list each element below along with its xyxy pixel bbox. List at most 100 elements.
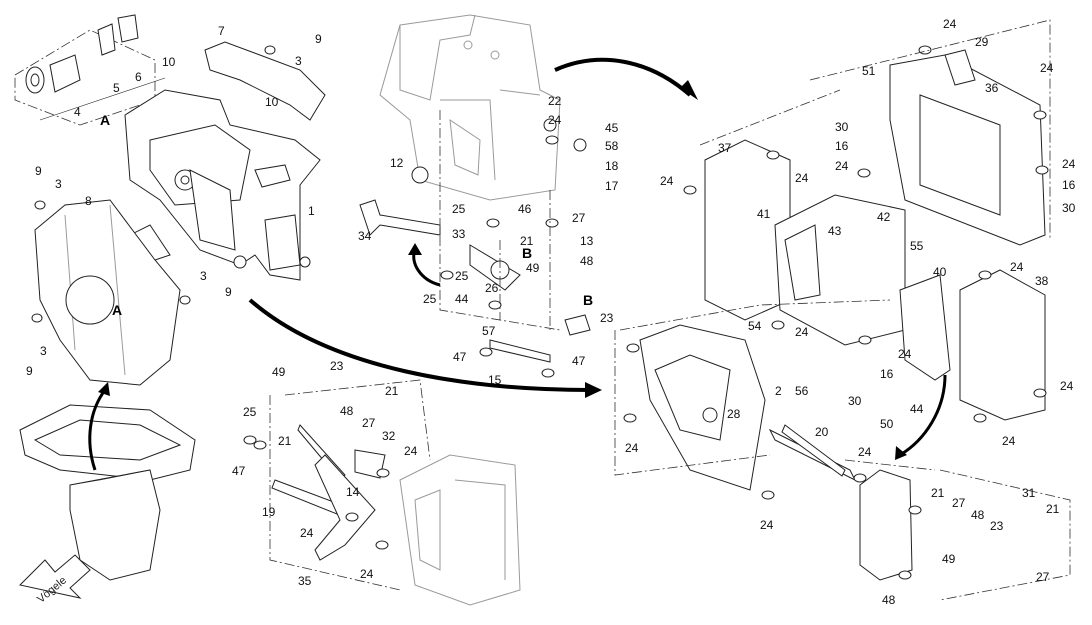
callout-label: 14 bbox=[346, 485, 360, 499]
pedal-bracket-assembly bbox=[119, 41, 326, 281]
callout-label: 24 bbox=[835, 159, 849, 173]
voegele-logo: Vögele bbox=[18, 554, 91, 606]
callout-label: 36 bbox=[985, 81, 999, 95]
callout-label: 25 bbox=[423, 292, 437, 306]
callout-label: 9 bbox=[315, 32, 322, 46]
view-label-b-upper: B bbox=[522, 245, 532, 261]
callout-label: 15 bbox=[488, 373, 502, 387]
callout-label: 49 bbox=[272, 365, 286, 379]
callout-label: 31 bbox=[1022, 486, 1036, 500]
callout-label: 24 bbox=[1010, 260, 1024, 274]
callout-label: 9 bbox=[35, 164, 42, 178]
callout-label: 24 bbox=[660, 174, 674, 188]
callout-label: 51 bbox=[862, 64, 876, 78]
callout-label: 3 bbox=[55, 177, 62, 191]
callout-label: 24 bbox=[1040, 61, 1054, 75]
callout-label: 23 bbox=[330, 359, 344, 373]
callout-label: 5 bbox=[113, 81, 120, 95]
callout-label: 48 bbox=[882, 593, 896, 607]
detail-a bbox=[14, 14, 166, 126]
center-parts bbox=[271, 118, 846, 561]
callout-label: 9 bbox=[225, 285, 232, 299]
callout-label: 33 bbox=[452, 227, 466, 241]
callout-label: 24 bbox=[1002, 434, 1016, 448]
callout-label: 17 bbox=[605, 179, 619, 193]
view-label-a-cover: A bbox=[112, 302, 122, 318]
callout-label: 56 bbox=[795, 384, 809, 398]
callout-label: 45 bbox=[605, 121, 619, 135]
callout-label: 32 bbox=[382, 429, 396, 443]
callout-label: 24 bbox=[760, 518, 774, 532]
callout-label: 50 bbox=[880, 417, 894, 431]
assembly-lines bbox=[269, 19, 1071, 601]
callout-label: 46 bbox=[518, 202, 532, 216]
callout-label: 25 bbox=[452, 202, 466, 216]
callout-label: 25 bbox=[243, 405, 257, 419]
callout-label: 21 bbox=[931, 486, 945, 500]
callout-label: 27 bbox=[1036, 570, 1050, 584]
callout-label: 24 bbox=[1062, 157, 1076, 171]
callout-label: 24 bbox=[300, 526, 314, 540]
right-plates bbox=[639, 49, 1046, 581]
machine-overview bbox=[19, 404, 196, 581]
callout-label: 21 bbox=[385, 384, 399, 398]
callout-label: 30 bbox=[835, 120, 849, 134]
callout-label: 18 bbox=[605, 159, 619, 173]
callout-label: 6 bbox=[135, 70, 142, 84]
callout-label: 27 bbox=[572, 211, 586, 225]
callout-label: 7 bbox=[218, 24, 225, 38]
callout-label: 55 bbox=[910, 239, 924, 253]
callout-label: 58 bbox=[605, 139, 619, 153]
callout-label: 40 bbox=[933, 265, 947, 279]
callout-label: 35 bbox=[298, 574, 312, 588]
callout-label: 23 bbox=[600, 311, 614, 325]
callout-label: 3 bbox=[40, 344, 47, 358]
callout-label: 2 bbox=[775, 384, 782, 398]
callout-label: 16 bbox=[1062, 178, 1076, 192]
callout-label: 41 bbox=[757, 207, 771, 221]
callout-label: 21 bbox=[1046, 502, 1060, 516]
callout-label: 27 bbox=[952, 496, 966, 510]
callout-label: 3 bbox=[295, 54, 302, 68]
callouts: 9 7 3 10 10 6 5 4 1 8 9 3 3 9 3 9 22 24 … bbox=[26, 17, 1076, 607]
callout-label: 44 bbox=[455, 292, 469, 306]
callout-label: 26 bbox=[485, 281, 499, 295]
callout-label: 44 bbox=[910, 402, 924, 416]
flow-arrows bbox=[88, 57, 947, 471]
view-label-b-lower: B bbox=[583, 292, 593, 308]
callout-label: 27 bbox=[362, 416, 376, 430]
callout-label: 24 bbox=[898, 347, 912, 361]
ghost-frame-top bbox=[379, 14, 561, 201]
callout-label: 48 bbox=[340, 404, 354, 418]
callout-label: 24 bbox=[548, 113, 562, 127]
callout-label: 20 bbox=[815, 425, 829, 439]
callout-label: 16 bbox=[880, 367, 894, 381]
callout-label: 54 bbox=[748, 319, 762, 333]
callout-label: 38 bbox=[1035, 274, 1049, 288]
callout-label: 37 bbox=[718, 141, 732, 155]
callout-label: 30 bbox=[1062, 201, 1076, 215]
ghost-frame-bottom bbox=[399, 454, 521, 606]
callout-label: 10 bbox=[265, 95, 279, 109]
callout-label: 42 bbox=[877, 210, 891, 224]
callout-label: 49 bbox=[526, 261, 540, 275]
callout-label: 12 bbox=[390, 156, 404, 170]
callout-label: 47 bbox=[232, 464, 246, 478]
callout-label: 47 bbox=[453, 350, 467, 364]
callout-label: 21 bbox=[520, 234, 534, 248]
callout-label: 28 bbox=[727, 407, 741, 421]
callout-label: 47 bbox=[572, 354, 586, 368]
callout-label: 4 bbox=[74, 105, 81, 119]
callout-label: 16 bbox=[835, 139, 849, 153]
callout-label: 24 bbox=[795, 325, 809, 339]
callout-label: 24 bbox=[360, 567, 374, 581]
callout-label: 22 bbox=[548, 94, 562, 108]
callout-label: 1 bbox=[308, 204, 315, 218]
callout-label: 19 bbox=[262, 505, 276, 519]
callout-label: 57 bbox=[482, 324, 496, 338]
callout-label: 23 bbox=[990, 519, 1004, 533]
view-label-a-detail: A bbox=[100, 112, 110, 128]
washers bbox=[31, 45, 1049, 580]
callout-label: 9 bbox=[26, 364, 33, 378]
